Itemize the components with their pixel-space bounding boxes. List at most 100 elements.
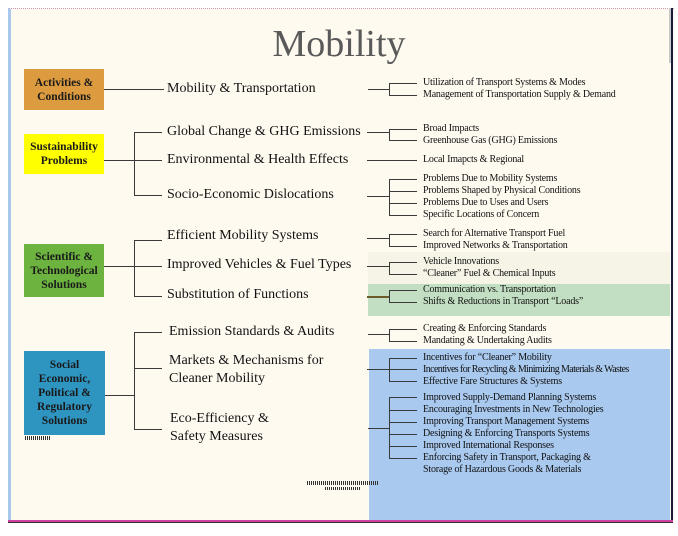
connector-line [389,458,417,459]
detail-item: Storage of Hazardous Goods & Materials [423,464,582,475]
decorative-dots [25,436,51,440]
connector-line [134,368,162,369]
connector-line [367,238,389,239]
connector-line [389,246,417,247]
frame-border [8,520,673,522]
box-label: Regulatory [37,401,92,413]
connector-line [104,266,134,267]
detail-item: Improved Supply-Demand Planning Systems [423,392,597,403]
band-blue [369,349,670,520]
detail-item: Broad Impacts [423,123,479,134]
topic-emission-standards: Emission Standards & Audits [169,324,335,339]
connector-line [134,240,135,297]
connector-line [389,358,390,382]
topic-environmental-health: Environmental & Health Effects [167,152,349,167]
connector-line [367,266,389,267]
connector-line [134,429,162,430]
connector-line [389,191,417,192]
box-label: Social [49,359,80,371]
connector-line [389,215,417,216]
connector-line [134,132,135,196]
connector-line [368,428,389,429]
connector-line [134,132,162,133]
box-label: Activities & [34,76,94,89]
topic-line: Markets & Mechanisms for [169,353,324,368]
topic-mobility-transportation: Mobility & Transportation [167,81,316,96]
detail-item: Greenhouse Gas (GHG) Emissions [423,135,558,146]
box-label: Technological [30,264,98,277]
connector-line [134,195,162,196]
decorative-dots [325,487,361,490]
detail-item: “Cleaner” Fuel & Chemical Inputs [423,268,556,279]
connector-line [389,83,390,96]
topic-socio-economic: Socio-Economic Dislocations [167,187,334,202]
topic-substitution: Substitution of Functions [167,287,309,302]
connector-line [134,160,162,161]
connector-line [389,446,417,447]
topic-improved-vehicles: Improved Vehicles & Fuel Types [167,257,352,272]
connector-line [389,341,417,342]
connector-line [389,234,390,246]
connector-line [134,240,162,241]
connector-line [389,234,417,235]
band-green [368,284,670,316]
connector-line [389,381,417,382]
connector-line [389,95,417,96]
detail-item: Specific Locations of Concern [423,209,540,220]
box-label: Scientific & [35,250,93,263]
connector-line [389,422,417,423]
connector-line [105,395,134,396]
connector-line [389,358,417,359]
category-box-activities: Activities &Conditions [24,69,104,110]
topic-line: Eco-Efficiency & [170,411,269,426]
detail-item: Incentives for “Cleaner” Mobility [423,352,552,363]
frame-border [671,8,673,523]
connector-line [389,290,390,303]
detail-item: Improved Networks & Transportation [423,240,568,251]
connector-line [368,89,390,90]
connector-line [389,129,417,130]
box-label: Conditions [37,90,91,103]
connector-line [389,129,390,141]
detail-item: Problems Due to Mobility Systems [423,173,558,184]
topic-global-change: Global Change & GHG Emissions [167,124,361,139]
connector-line [367,132,389,133]
connector-line [389,434,417,435]
topic-line: Safety Measures [170,429,263,444]
connector-line [104,160,134,161]
connector-line [389,329,417,330]
connector-line [389,274,417,275]
detail-item: Problems Shaped by Physical Conditions [423,185,581,196]
connector-line [367,296,389,298]
detail-item: Local Imapcts & Regional [423,154,525,165]
connector-line [389,369,417,370]
connector-line [389,140,417,141]
connector-line [134,266,162,267]
connector-line [389,262,417,263]
frame-border [669,8,671,63]
connector-line [134,332,162,333]
box-label: Sustainability [30,141,98,153]
detail-item: Improving Transport Management Systems [423,416,590,427]
connector-line [104,89,164,90]
box-label: Problems [40,155,88,167]
topic-line: Cleaner Mobility [169,371,266,386]
box-label: Economic, [38,373,91,385]
connector-line [389,397,390,458]
frame-border [8,522,673,523]
detail-item: Designing & Enforcing Transports Systems [423,428,590,439]
connector-line [389,302,417,303]
box-label: Political & [38,387,91,399]
detail-item: Utilization of Transport Systems & Modes [423,77,586,88]
page-title: Mobility [272,23,406,65]
detail-item: Mandating & Undertaking Audits [423,335,552,346]
connector-line [367,369,389,370]
box-label: Solutions [41,278,87,291]
detail-item: Problems Due to Uses and Users [423,197,549,208]
connector-line [367,196,389,197]
connector-line [134,332,135,430]
detail-item: Improved International Responses [423,440,554,451]
